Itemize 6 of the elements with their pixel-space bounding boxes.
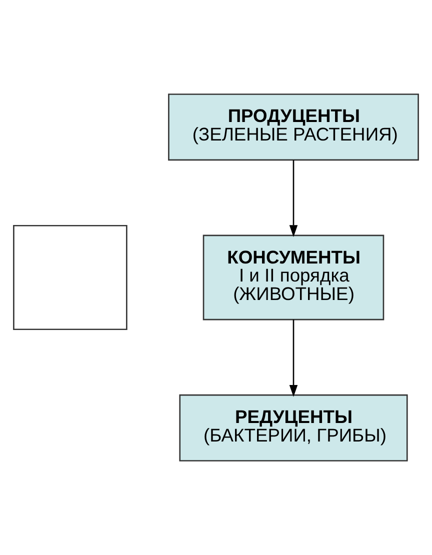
node-box: ПРОДУЦЕНТЫ (ЗЕЛЕНЫЕ РАСТЕНИЯ) [168, 94, 419, 161]
node-box [13, 224, 128, 330]
arrow [289, 160, 298, 237]
arrow [289, 320, 298, 397]
node-box: РЕДУЦЕНТЫ (БАКТЕРИИ, ГРИБЫ) [179, 394, 408, 462]
node-box: КОНСУМЕНТЫ I и II порядка (ЖИВОТНЫЕ) [202, 234, 384, 320]
